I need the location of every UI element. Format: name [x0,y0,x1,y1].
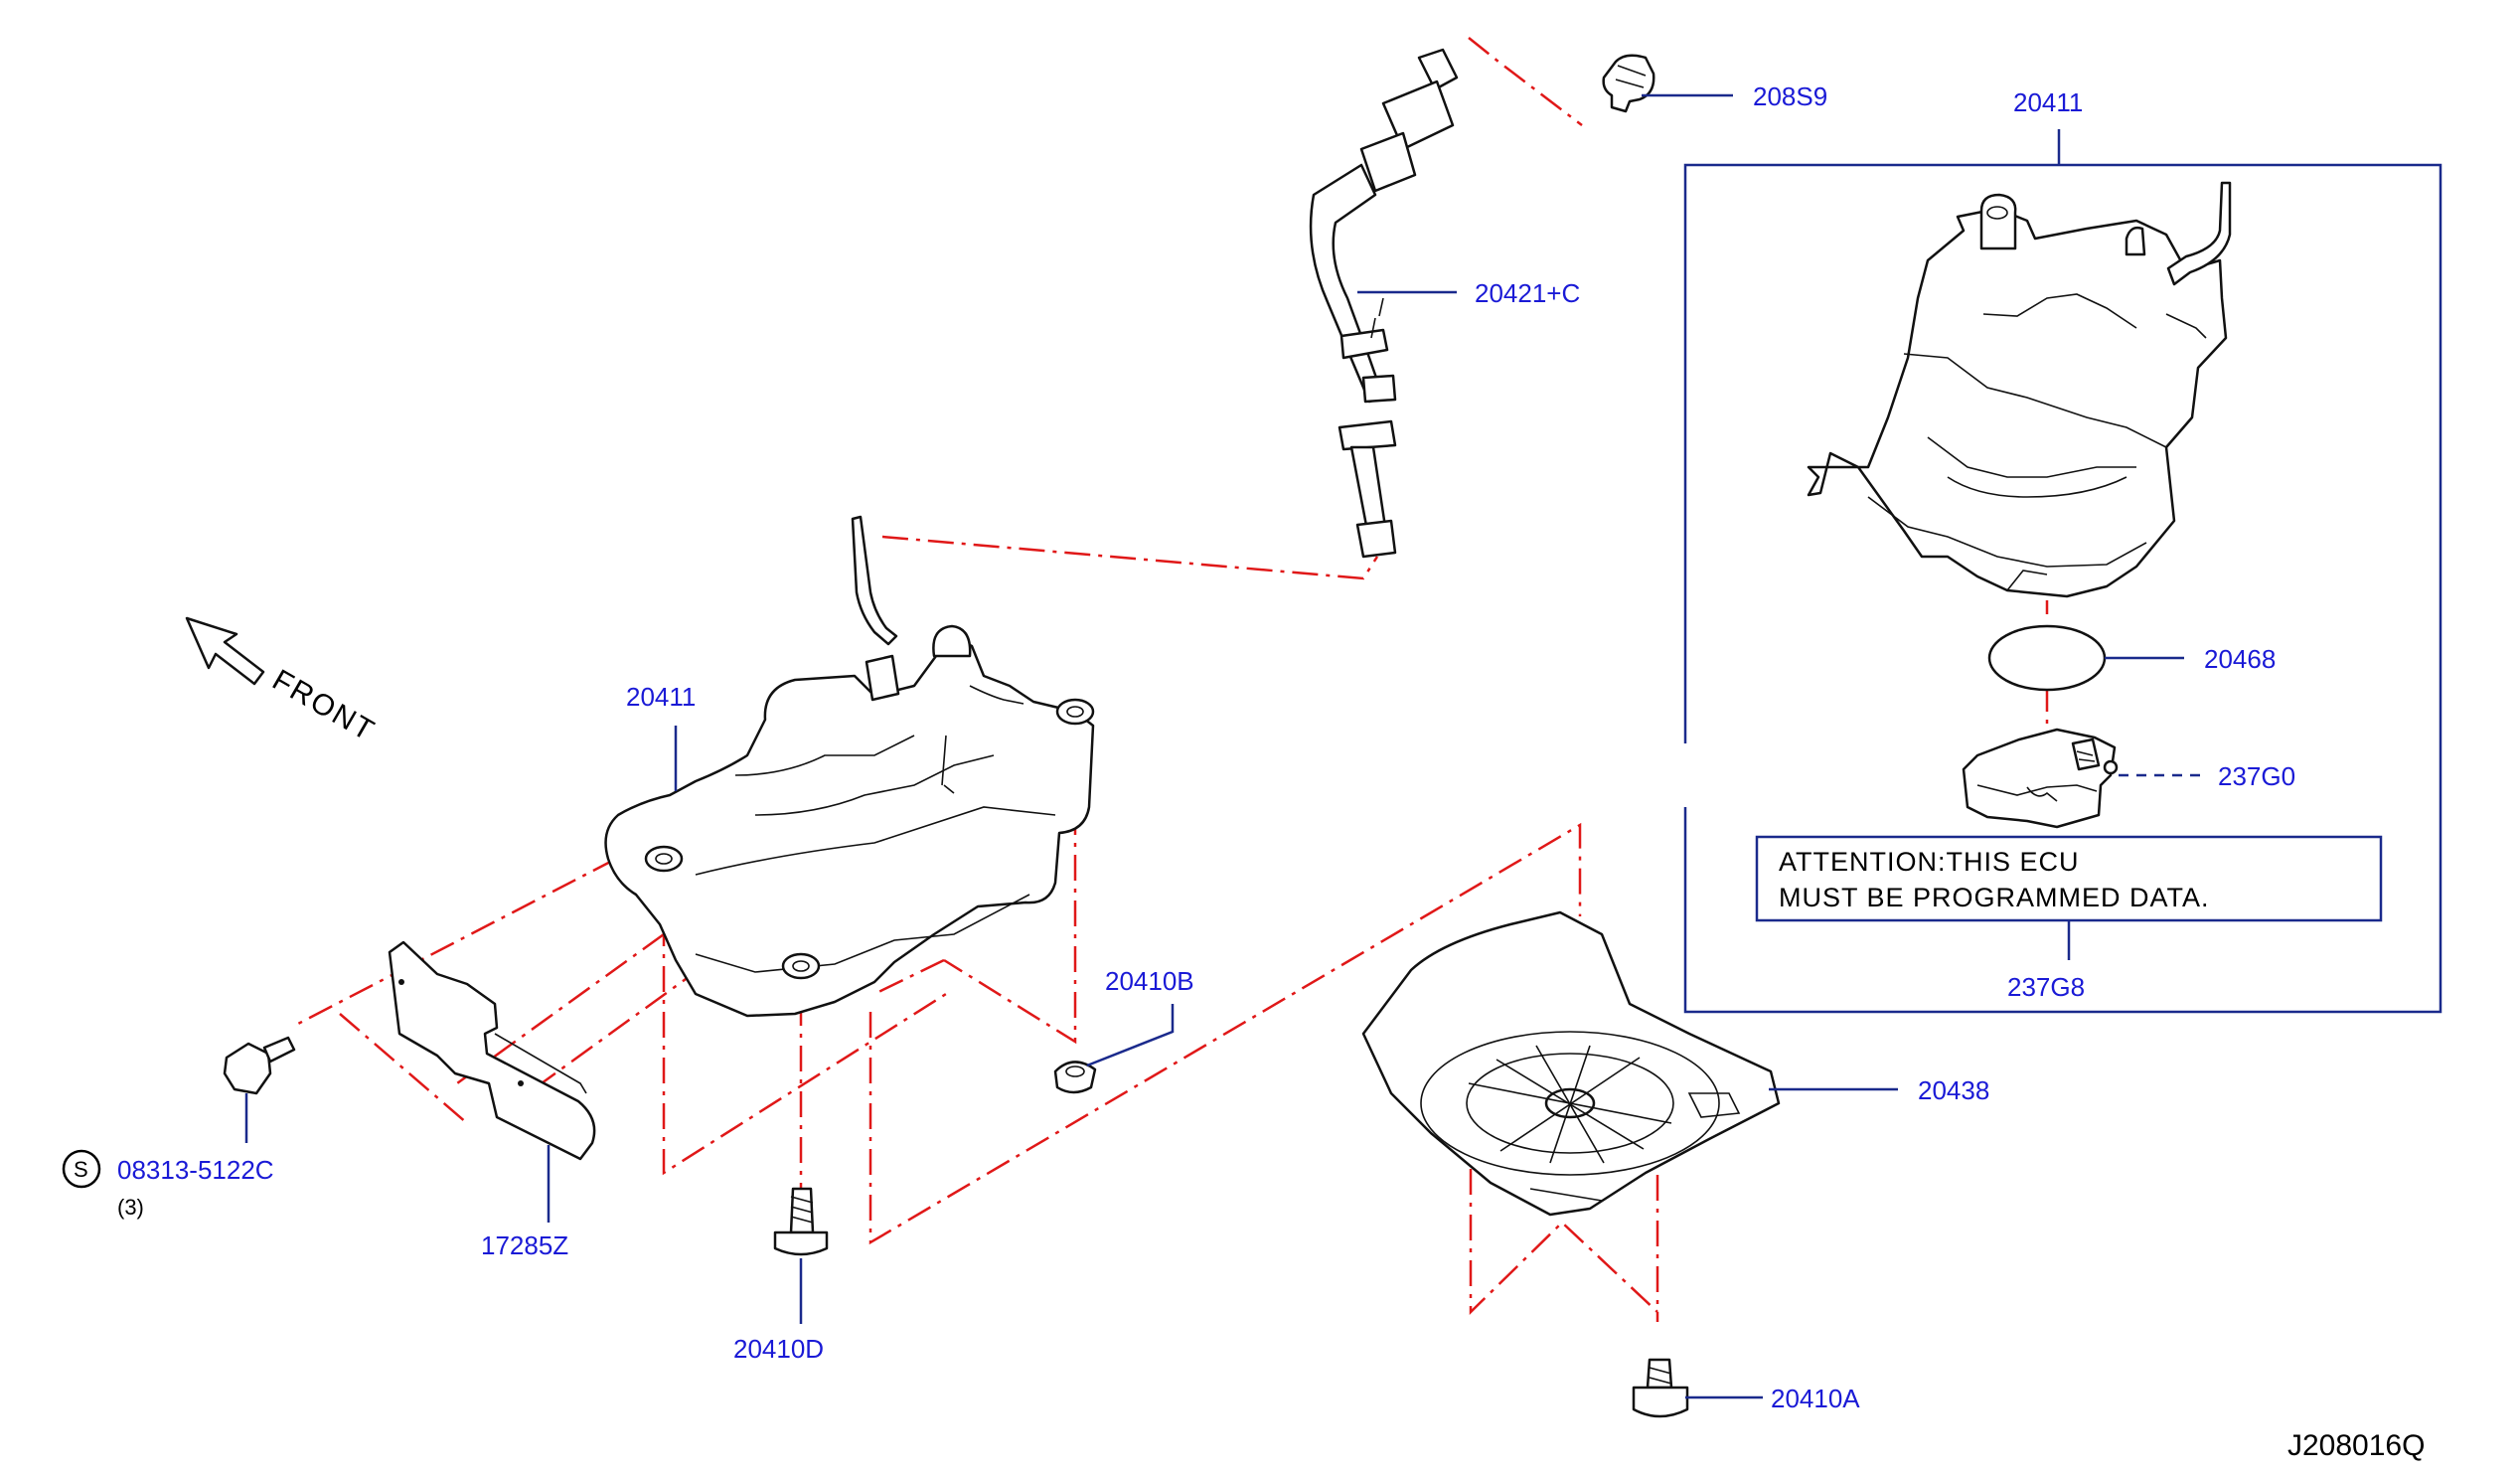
inset-frame [1683,163,2442,1014]
callout-20468: 20468 [2204,644,2276,674]
attention-note-line-2: MUST BE PROGRAMMED DATA. [1779,883,2210,912]
callout-20421c: 20421+C [1475,278,1580,308]
front-direction-arrow [185,616,265,686]
bolt-20410d-part [773,1187,829,1256]
clip-20410b-part [1053,1061,1097,1094]
screw-part [223,1036,296,1095]
callout-20411-main: 20411 [626,682,696,712]
seal-ring-part [1987,624,2107,692]
ecu-module-part [1962,728,2119,829]
callout-237g0: 237G0 [2218,761,2295,791]
callout-17285z: 17285Z [481,1230,568,1260]
front-label: FRONT [267,663,382,747]
screw-symbol-letter: S [74,1157,88,1182]
fuel-filler-cap-part [1602,54,1655,113]
callout-20410a: 20410A [1771,1384,1860,1413]
callout-208s9: 208S9 [1753,82,1827,111]
callout-leader-lines [244,93,2202,1399]
bolt-20410a-part [1632,1358,1689,1418]
callout-20438: 20438 [1918,1075,1989,1105]
under-cover-20438-part [1361,910,1781,1217]
callout-237g8: 237G8 [2007,972,2085,1002]
heat-shield-part [388,940,596,1161]
screw-standard-part-symbol [62,1149,101,1189]
drawing-code: J208016Q [2287,1429,2425,1462]
filler-tube-part [1309,48,1459,559]
inset-fuel-tank-part [1807,181,2232,598]
fuel-tank-assembly-part [604,515,1095,1018]
callout-08313-5122c: 08313-5122C [117,1155,274,1185]
callout-20411-inset: 20411 [2013,87,2083,117]
callout-20410d: 20410D [733,1334,824,1364]
callout-20410b: 20410B [1105,966,1194,996]
callout-screw-quantity: (3) [117,1195,144,1220]
attention-note-line-1: ATTENTION:THIS ECU [1779,847,2080,877]
